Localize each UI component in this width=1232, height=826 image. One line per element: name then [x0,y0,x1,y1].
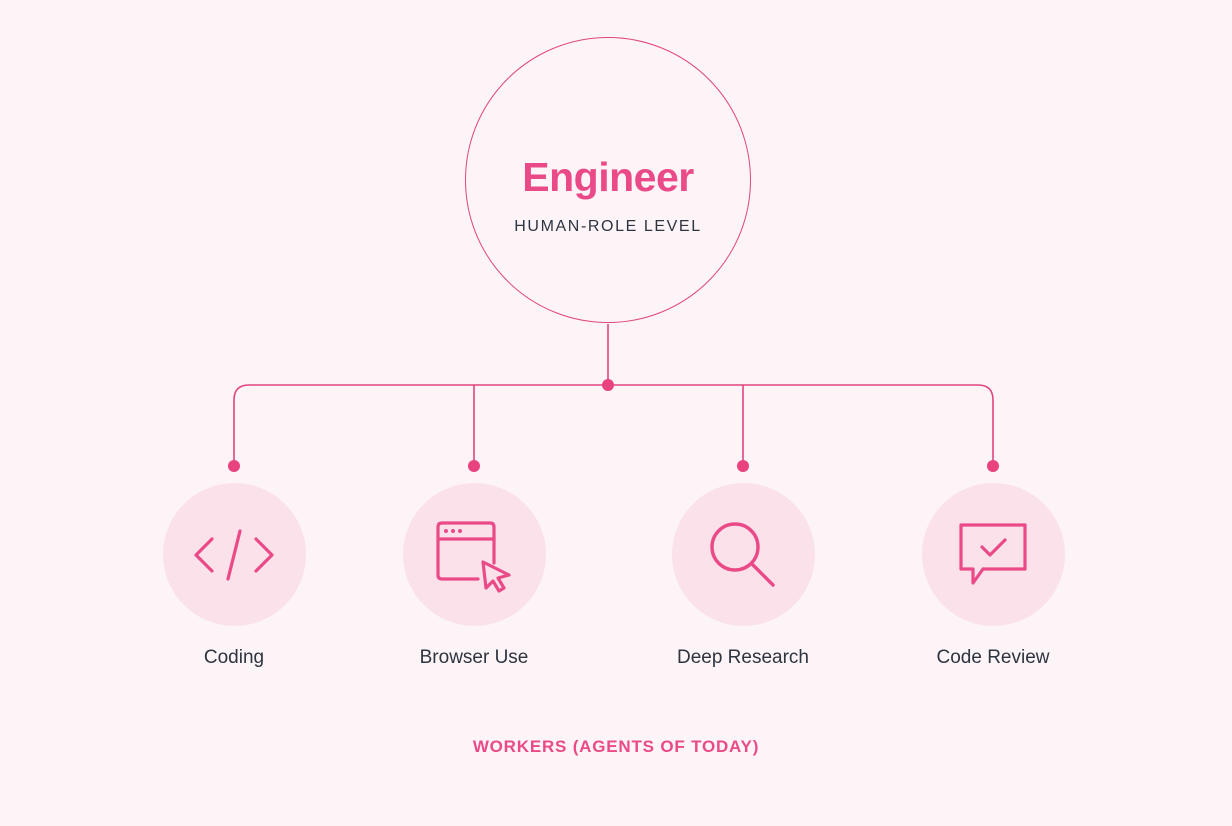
node-dot-coding [228,460,240,472]
node-dot-browser-use [468,460,480,472]
worker-label: Deep Research [676,647,810,668]
branch-line-coding [233,384,608,466]
branch-line-code-review [608,384,994,466]
workers-caption: WORKERS (AGENTS OF TODAY) [472,737,760,756]
worker-deep-research: Deep Research [638,483,848,669]
root-title: Engineer [522,154,694,200]
worker-coding: Coding [129,483,339,669]
node-dot-deep-research [737,460,749,472]
node-dot-code-review [987,460,999,472]
worker-bubble [921,483,1065,626]
magnifier-icon [710,521,775,587]
root-node-engineer: Engineer HUMAN-ROLE LEVEL [465,37,751,323]
worker-code-review: Code Review [888,483,1098,669]
worker-bubble [402,483,546,626]
worker-browser-use: Browser Use [369,483,579,669]
worker-label: Code Review [936,647,1050,668]
code-icon [194,528,274,581]
worker-bubble [671,483,815,626]
worker-label: Browser Use [419,647,529,668]
worker-bubble [162,483,306,626]
root-subtitle: HUMAN-ROLE LEVEL [514,218,702,235]
browser-cursor-icon [436,520,511,593]
junction-dot [602,379,614,391]
chat-check-icon [959,522,1027,585]
worker-label: Coding [203,647,265,668]
